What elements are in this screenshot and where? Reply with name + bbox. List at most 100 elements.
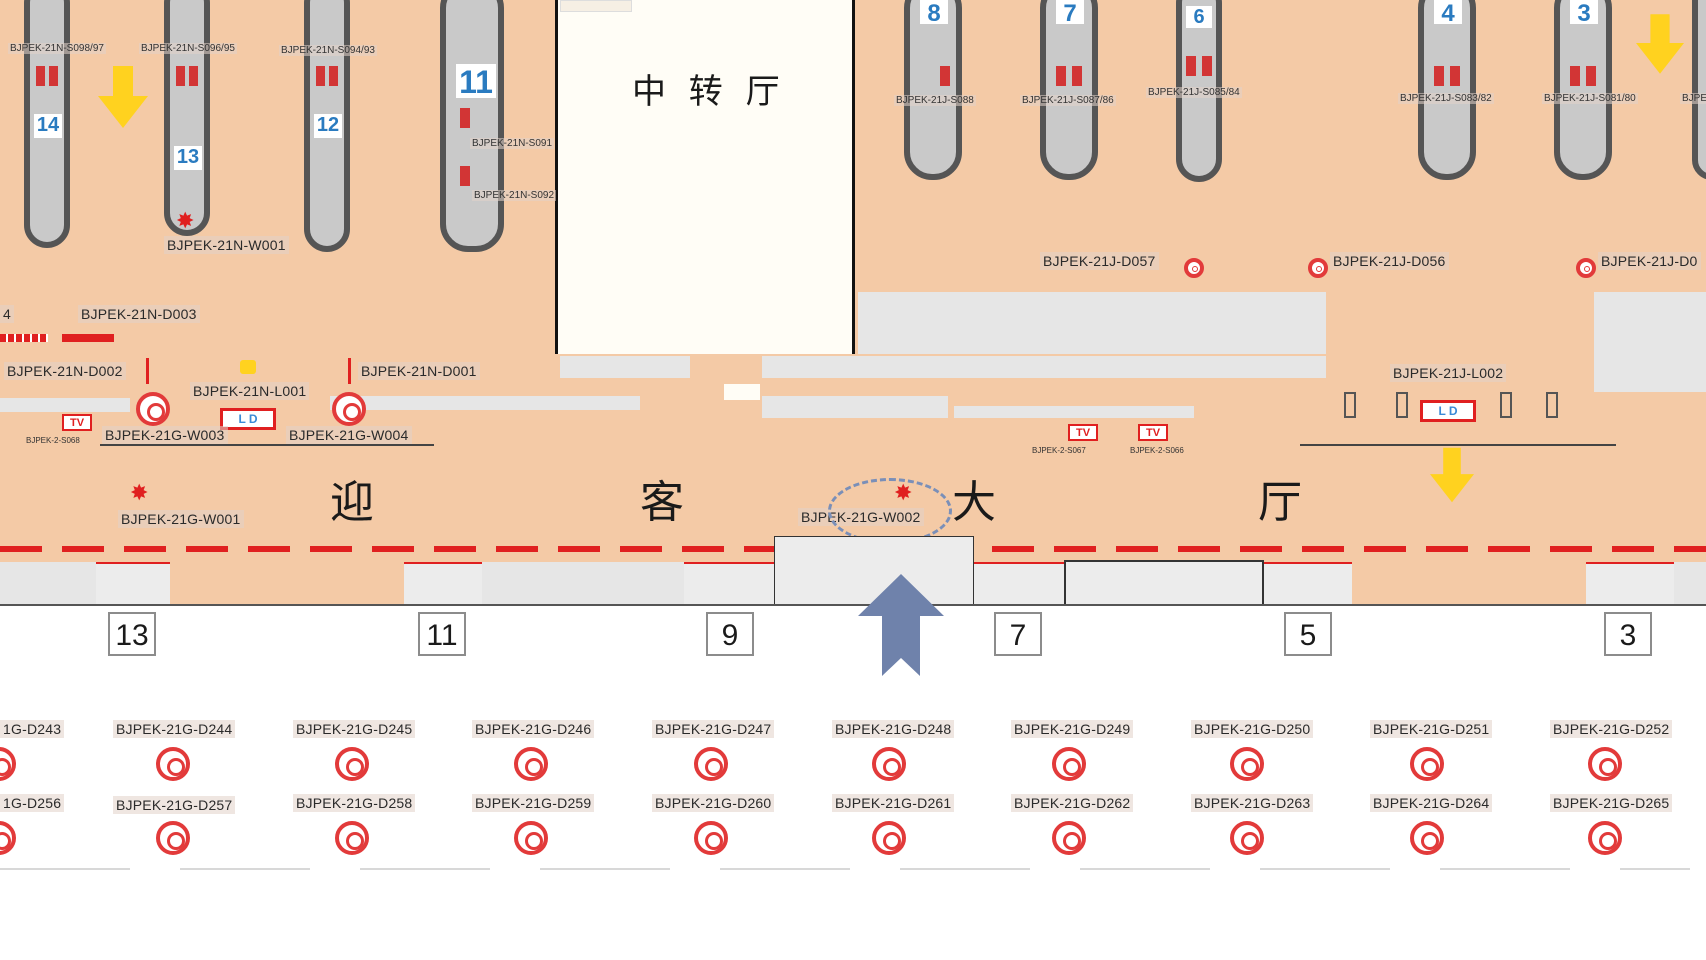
bag-icons-13 xyxy=(176,66,200,86)
exit-counter xyxy=(1264,562,1352,604)
carousel-3-number: 3 xyxy=(1570,0,1598,27)
device-ring-icon xyxy=(872,747,906,781)
device-ring-icon xyxy=(156,821,190,855)
bottom-code-r2-3: BJPEK-21G-D259 xyxy=(472,794,595,812)
carousel-6-code: BJPEK-21J-S085/84 xyxy=(1146,87,1242,98)
red-bar-left-2 xyxy=(62,334,114,342)
tv-code-mid2: BJPEK-2-S066 xyxy=(1130,446,1184,455)
white-box xyxy=(724,384,760,400)
gate-9: 9 xyxy=(706,612,754,656)
bottom-code-r1-5: BJPEK-21G-D248 xyxy=(832,720,955,738)
carousel-4 xyxy=(1418,0,1476,180)
red-tick xyxy=(348,358,351,384)
carousel-8 xyxy=(904,0,962,180)
bottom-code-r2-1: BJPEK-21G-D257 xyxy=(113,796,236,814)
arrival-hall-char-4: 厅 xyxy=(1258,477,1302,528)
exit-strip xyxy=(482,562,684,606)
tv-icon: TV xyxy=(1068,424,1098,441)
gate-3: 3 xyxy=(1604,612,1652,656)
yellow-down-arrow-icon xyxy=(1430,447,1474,503)
carousel-8-number: 8 xyxy=(920,0,948,27)
corridor-block xyxy=(1594,292,1706,392)
carousel-7-number: 7 xyxy=(1056,0,1084,27)
carousel-11-code-b: BJPEK-21N-S092 xyxy=(472,190,557,201)
device-ring-icon xyxy=(156,747,190,781)
carousel-14 xyxy=(24,0,70,248)
bottom-code-r1-2: BJPEK-21G-D245 xyxy=(293,720,416,738)
label-n-d003: BJPEK-21N-D003 xyxy=(78,305,200,323)
carousel-edge xyxy=(1692,0,1706,180)
device-ring-icon xyxy=(0,747,16,781)
yellow-marker xyxy=(240,360,256,374)
bottom-code-r2-8: BJPEK-21G-D264 xyxy=(1370,794,1493,812)
corridor-strip xyxy=(560,356,690,378)
bag-icons-3 xyxy=(1570,66,1598,86)
device-ring-icon xyxy=(136,392,170,426)
bag-icons-7 xyxy=(1056,66,1084,86)
exit-counter xyxy=(974,562,1064,604)
device-ring-icon xyxy=(872,821,906,855)
label-g-w003: BJPEK-21G-W003 xyxy=(102,426,228,444)
pillar xyxy=(1344,392,1356,418)
exit-strip xyxy=(0,562,96,606)
device-ring-icon xyxy=(1410,821,1444,855)
corridor-strip xyxy=(762,356,1326,378)
label-n-d002: BJPEK-21N-D002 xyxy=(4,362,126,380)
bottom-code-r1-7: BJPEK-21G-D250 xyxy=(1191,720,1314,738)
bottom-code-r2-6: BJPEK-21G-D262 xyxy=(1011,794,1134,812)
device-ring-icon xyxy=(1052,821,1086,855)
bottom-code-r2-4: BJPEK-21G-D260 xyxy=(652,794,775,812)
carousel-11-code-a: BJPEK-21N-S091 xyxy=(470,138,555,149)
exit-counter xyxy=(96,562,170,604)
carousel-14-number: 14 xyxy=(34,114,62,138)
led-screen-icon: L D xyxy=(1420,400,1476,422)
carousel-8-code: BJPEK-21J-S088 xyxy=(894,95,976,106)
pillar xyxy=(1546,392,1558,418)
bottom-code-r1-8: BJPEK-21G-D251 xyxy=(1370,720,1493,738)
bottom-code-r1-9: BJPEK-21G-D252 xyxy=(1550,720,1673,738)
carousel-6-number: 6 xyxy=(1186,6,1212,28)
device-ring-icon xyxy=(514,821,548,855)
transfer-hall-top-sign xyxy=(560,0,632,12)
bag-icons-6 xyxy=(1186,56,1212,76)
carousel-edge-code: BJPE xyxy=(1680,93,1706,104)
bag-icon-11b xyxy=(460,166,470,186)
bottom-code-r2-2: BJPEK-21G-D258 xyxy=(293,794,416,812)
star-marker-icon: ✸ xyxy=(130,480,149,505)
carousel-13-number: 13 xyxy=(174,146,202,170)
label-left-edge: 4 xyxy=(0,305,14,323)
carousel-3 xyxy=(1554,0,1612,180)
pillar xyxy=(1500,392,1512,418)
hall-divider-line xyxy=(1300,444,1616,446)
exit-counter xyxy=(404,562,482,604)
arrival-hall-char-1: 迎 xyxy=(330,477,374,528)
tv-code-left: BJPEK-2-S068 xyxy=(26,436,80,445)
bottom-code-r1-3: BJPEK-21G-D246 xyxy=(472,720,595,738)
exit-counter xyxy=(684,562,774,604)
device-ring-icon xyxy=(1410,747,1444,781)
exit-strip xyxy=(1674,562,1706,606)
pillar xyxy=(1396,392,1408,418)
device-ring-icon xyxy=(694,821,728,855)
label-n-d001: BJPEK-21N-D001 xyxy=(358,362,480,380)
carousel-4-number: 4 xyxy=(1434,0,1462,27)
bottom-code-r2-0: 1G-D256 xyxy=(0,794,65,812)
highlight-dashed-ellipse xyxy=(828,478,952,544)
red-tick xyxy=(146,358,149,384)
carousel-13-code: BJPEK-21N-S096/95 xyxy=(139,43,237,54)
label-g-w004: BJPEK-21G-W004 xyxy=(286,426,412,444)
carousel-12-number: 12 xyxy=(314,114,342,138)
arrival-hall-char-3: 大 xyxy=(952,477,996,528)
transfer-hall-label: 中 转 厅 xyxy=(632,72,786,112)
yellow-down-arrow-icon xyxy=(1636,14,1684,74)
bottom-code-r1-6: BJPEK-21G-D249 xyxy=(1011,720,1134,738)
device-ring-icon xyxy=(332,392,366,426)
device-ring-icon xyxy=(694,747,728,781)
carousel-4-code: BJPEK-21J-S083/82 xyxy=(1398,93,1494,104)
gate-7: 7 xyxy=(994,612,1042,656)
arrival-hall-char-2: 客 xyxy=(640,477,684,528)
corridor-block xyxy=(858,292,1326,354)
bag-icon-11a xyxy=(460,108,470,128)
gate-13: 13 xyxy=(108,612,156,656)
